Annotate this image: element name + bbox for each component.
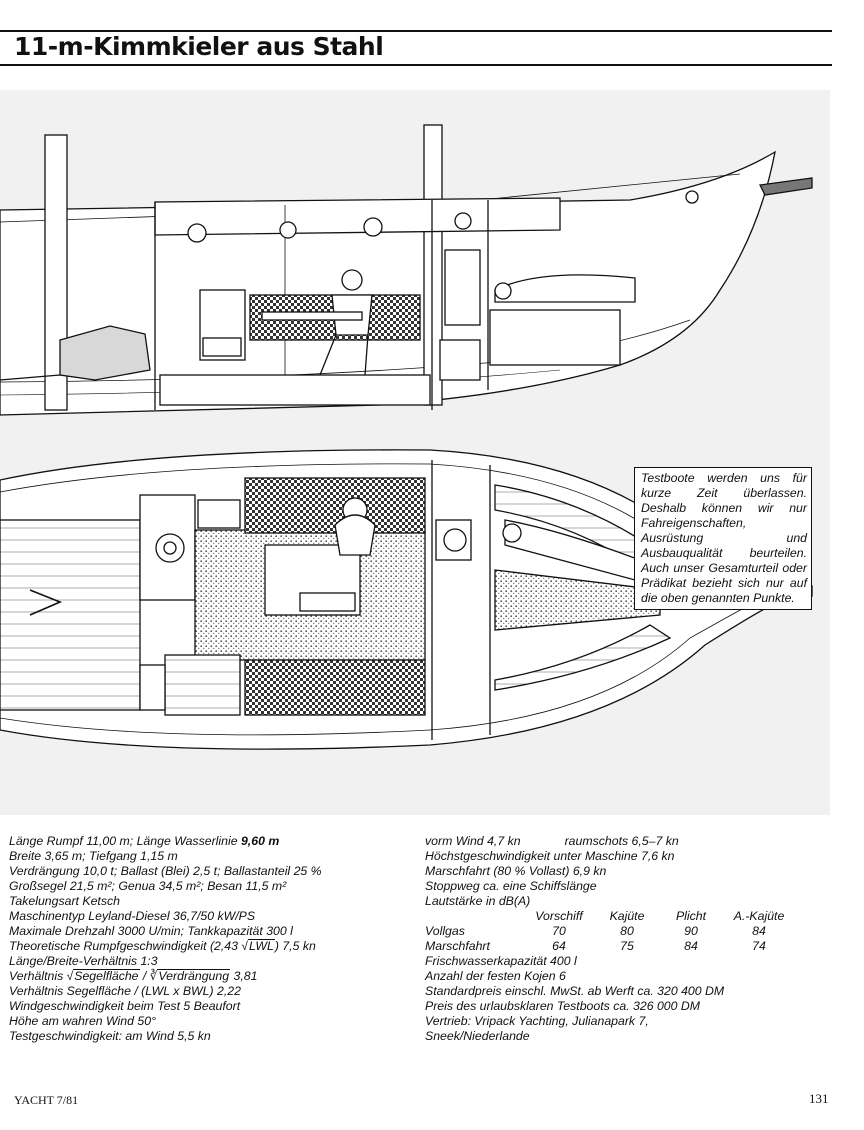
table-header-row: Vorschiff Kajüte Plicht A.-Kajüte (535, 909, 785, 923)
footer-page-number: 131 (809, 1091, 829, 1106)
table-row: Vollgas 70 80 90 84 (425, 924, 766, 938)
technical-data-panel: Länge Rumpf 11,00 m; Länge Wasserlinie 9… (0, 828, 830, 1065)
yacht-line-drawing (0, 124, 813, 750)
spec-line-beam: Breite 3,65 m; Tiefgang 1,15 m (9, 849, 178, 863)
cube-root-icon: ∛ (149, 969, 158, 983)
spec-line-displacement: Verdrängung 10,0 t; Ballast (Blei) 2,5 t… (9, 864, 322, 878)
spec-line-sail-area-ratio: Verhältnis Segelfläche / (LWL x BWL) 2,2… (9, 984, 241, 998)
spec-line-engine: Maschinentyp Leyland-Diesel 36,7/50 kW/P… (9, 909, 256, 923)
spec-line-noise-title: Lautstärke in dB(A) (425, 894, 531, 908)
spec-line-test-speed: Testgeschwindigkeit: am Wind 5,5 kn (9, 1029, 211, 1043)
spec-line-cruise-speed: Marschfahrt (80 % Vollast) 6,9 kn (425, 864, 607, 878)
spec-line-max-engine-speed: Höchstgeschwindigkeit unter Maschine 7,6… (425, 849, 675, 863)
page-headline: 11-m-Kimmkieler aus Stahl (14, 32, 384, 61)
spec-line-sail-displacement-ratio: Verhältnis √Segelfläche / ∛Verdrängung 3… (9, 969, 258, 983)
noise-level-table: Vorschiff Kajüte Plicht A.-Kajüte Vollga… (425, 909, 789, 954)
test-boat-notice-box: Testboote werden uns für kurze Zeit über… (634, 467, 812, 610)
spec-line-rig: Takelungsart Ketsch (9, 894, 120, 908)
yacht-drawing-illustration: Testboote werden uns für kurze Zeit über… (0, 90, 830, 815)
spec-line-hull-speed: Theoretische Rumpfgeschwindigkeit (2,43 … (9, 939, 316, 953)
spec-line-test-boat-price: Preis des urlaubsklaren Testboots ca. 32… (425, 999, 701, 1013)
spec-line-pointing: Höhe am wahren Wind 50° (9, 1014, 156, 1028)
spec-line-rpm-tank: Maximale Drehzahl 3000 U/min; Tankkapazi… (9, 924, 293, 938)
spec-line-wind-speed: Windgeschwindigkeit beim Test 5 Beaufort (9, 999, 241, 1013)
spec-line-distributor-city: Sneek/Niederlande (425, 1029, 530, 1043)
spec-line-stopping: Stoppweg ca. eine Schiffslänge (425, 879, 597, 893)
square-root-icon: √ (66, 969, 74, 983)
side-elevation (0, 124, 813, 416)
spec-line-sails: Großsegel 21,5 m²; Genua 34,5 m²; Besan … (9, 879, 287, 893)
spec-line-length-beam: Länge/Breite-Verhältnis 1:3 (9, 954, 158, 968)
spec-line-standard-price: Standardpreis einschl. MwSt. ab Werft ca… (425, 984, 725, 998)
spec-line-fresh-water: Frischwasserkapazität 400 l (425, 954, 577, 968)
spec-line-berths: Anzahl der festen Kojen 6 (425, 969, 566, 983)
headline-rule-bottom (0, 64, 832, 66)
spec-column-left: Länge Rumpf 11,00 m; Länge Wasserlinie 9… (9, 834, 389, 1044)
spec-line-length: Länge Rumpf 11,00 m; Länge Wasserlinie 9… (9, 834, 280, 848)
spec-line-distributor: Vertrieb: Vripack Yachting, Julianapark … (425, 1014, 649, 1028)
table-row: Marschfahrt 64 75 84 74 (425, 939, 766, 953)
plan-view (0, 449, 813, 750)
headline-rule-top (0, 30, 832, 32)
square-root-icon: √ (241, 939, 248, 953)
footer-magazine-issue: YACHT 7/81 (14, 1093, 79, 1107)
